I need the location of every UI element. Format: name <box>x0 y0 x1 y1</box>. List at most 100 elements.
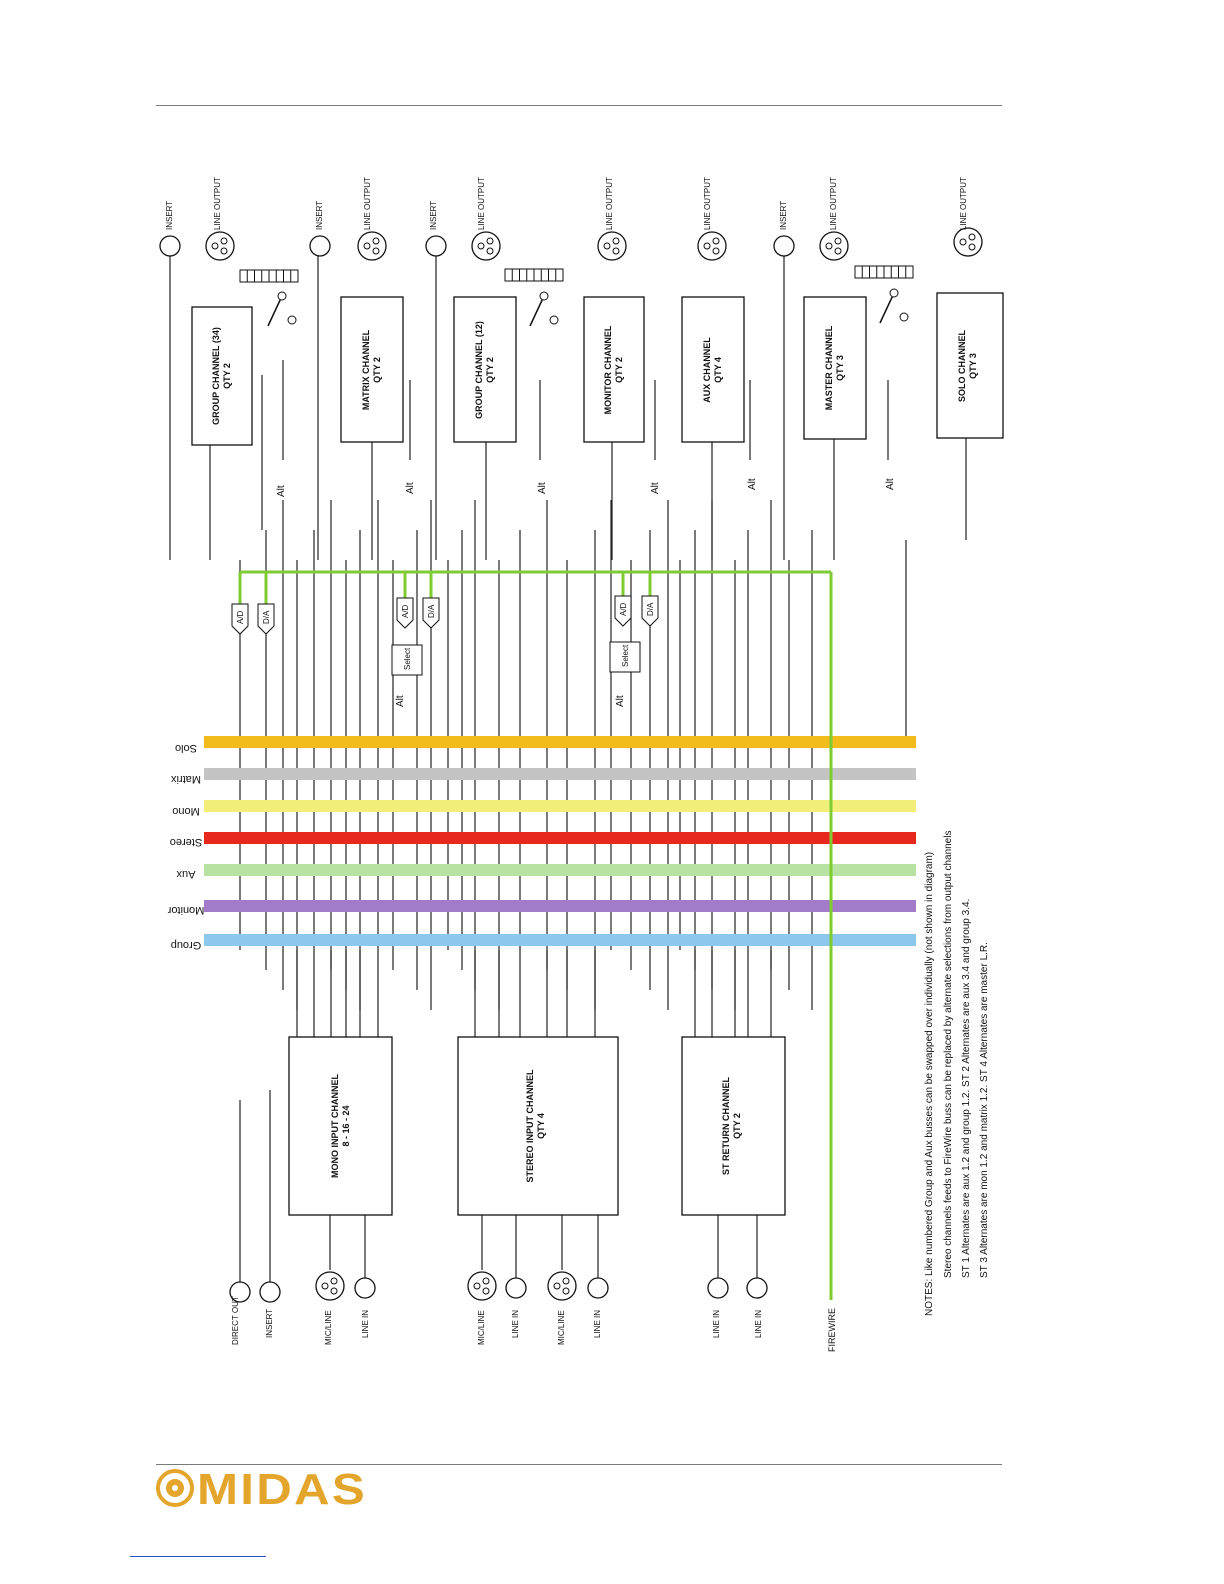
xlr-connector-icon <box>471 231 501 261</box>
jack-icon <box>505 1277 527 1299</box>
alt-label: Alt <box>405 482 416 494</box>
switch-arm-icon <box>879 292 895 324</box>
input-channel-mono: MONO INPUT CHANNEL 8 - 16 - 24 <box>288 1036 393 1216</box>
da-converter: D/A <box>641 595 659 627</box>
mic-line-label: MIC/LINE <box>324 1310 333 1345</box>
input-channel-st-return: ST RETURN CHANNEL QTY 2 <box>681 1036 786 1216</box>
line-output-label: LINE OUTPUT <box>959 177 968 230</box>
ad-converter: A/D <box>396 597 414 629</box>
notes: NOTES: Like numbered Group and Aux busse… <box>924 831 990 1316</box>
ad-label: A/D <box>401 604 410 618</box>
output-channel-group-34: GROUP CHANNEL (34) QTY 2 <box>191 306 253 446</box>
xlr-pin-icon <box>712 237 720 245</box>
input-channel-title: ST RETURN CHANNEL <box>721 1076 731 1175</box>
select-label: Select <box>403 647 412 670</box>
xlr-pin-icon <box>968 243 976 251</box>
xlr-pin-icon <box>372 247 380 255</box>
output-channel-title: MASTER CHANNEL <box>824 325 834 410</box>
ad-converter: A/D <box>614 595 632 627</box>
xlr-pin-icon <box>825 242 833 250</box>
output-channel-title: GROUP CHANNEL (34) <box>211 327 221 425</box>
output-channel-title: MATRIX CHANNEL <box>361 329 371 410</box>
xlr-pin-icon <box>363 242 371 250</box>
line-output-label: LINE OUTPUT <box>363 177 372 230</box>
alt-label: Alt <box>650 482 661 494</box>
xlr-pin-icon <box>562 1277 570 1285</box>
line-output-label: LINE OUTPUT <box>703 177 712 230</box>
line-in-label: LINE IN <box>754 1310 763 1338</box>
jack-icon <box>707 1277 729 1299</box>
switch-contact-icon <box>539 291 549 301</box>
output-channel-solo: SOLO CHANNEL QTY 3 <box>936 292 1004 439</box>
xlr-pin-icon <box>211 242 219 250</box>
output-channel-monitor: MONITOR CHANNEL QTY 2 <box>583 296 645 443</box>
xlr-pin-icon <box>330 1287 338 1295</box>
output-channel-master: MASTER CHANNEL QTY 3 <box>803 296 867 440</box>
jack-icon <box>746 1277 768 1299</box>
jack-icon <box>773 235 795 257</box>
insert-label: INSERT <box>779 201 788 230</box>
select-label: Select <box>621 644 630 667</box>
footer-rule <box>156 1464 1002 1465</box>
xlr-connector-icon <box>315 1271 345 1301</box>
note-line: ST 3 Alternates are mon 1.2 and matrix 1… <box>979 942 990 1278</box>
input-channel-qty: QTY 2 <box>732 1113 742 1139</box>
top-connector-labels: INSERT LINE OUTPUT INSERT LINE OUTPUT IN… <box>165 177 968 230</box>
xlr-connector-icon <box>953 227 983 257</box>
xlr-pin-icon <box>330 1277 338 1285</box>
line-output-label: LINE OUTPUT <box>829 177 838 230</box>
converters: A/D D/A A/D D/A A/D D/A Select Select <box>231 595 659 676</box>
xlr-connector-icon <box>697 231 727 261</box>
line-output-label: LINE OUTPUT <box>213 177 222 230</box>
jack-icon <box>587 1277 609 1299</box>
xlr-pin-icon <box>703 242 711 250</box>
bus-matrix <box>204 768 916 780</box>
input-channel-qty: 8 - 16 - 24 <box>341 1105 351 1146</box>
output-channel-aux: AUX CHANNEL QTY 4 <box>681 296 745 443</box>
firewire-label: FIREWIRE <box>827 1308 837 1352</box>
xlr-pin-icon <box>473 1282 481 1290</box>
alt-label: Alt <box>537 482 548 494</box>
xlr-connector-icon <box>205 231 235 261</box>
mic-line-label: MIC/LINE <box>557 1310 566 1345</box>
output-channel-qty: QTY 2 <box>485 357 495 383</box>
bus-label-solo: Solo <box>175 742 197 754</box>
xlr-pin-icon <box>959 238 967 246</box>
xlr-pin-icon <box>372 237 380 245</box>
bus-group <box>204 934 916 946</box>
meter-icon <box>239 269 299 283</box>
connectors-and-labels <box>159 227 983 1303</box>
input-channel-stereo: STEREO INPUT CHANNEL QTY 4 <box>457 1036 619 1216</box>
switch-contact-icon <box>549 315 559 325</box>
line-output-label: LINE OUTPUT <box>605 177 614 230</box>
jack-icon <box>309 235 331 257</box>
ad-label: A/D <box>236 610 245 624</box>
line-in-label: LINE IN <box>593 1310 602 1338</box>
xlr-pin-icon <box>486 247 494 255</box>
line-in-label: LINE IN <box>361 1310 370 1338</box>
output-channel-qty: QTY 3 <box>968 353 978 379</box>
bus-mono <box>204 800 916 812</box>
xlr-pin-icon <box>603 242 611 250</box>
output-channel-title: MONITOR CHANNEL <box>603 325 613 414</box>
xlr-pin-icon <box>220 247 228 255</box>
jack-icon <box>159 235 181 257</box>
meter-icon <box>504 268 564 282</box>
meter-icon <box>854 265 914 279</box>
output-channel-matrix: MATRIX CHANNEL QTY 2 <box>340 296 404 443</box>
output-channel-qty: QTY 3 <box>835 355 845 381</box>
alt-label: Alt <box>395 695 406 707</box>
xlr-connector-icon <box>467 1271 497 1301</box>
ad-label: A/D <box>619 602 628 616</box>
xlr-pin-icon <box>477 242 485 250</box>
alt-label: Alt <box>276 485 287 497</box>
switch-arm-icon <box>267 295 283 327</box>
mic-line-label: MIC/LINE <box>477 1310 486 1345</box>
alt-label: Alt <box>747 478 758 490</box>
bus-label-mono: Mono <box>172 805 200 817</box>
output-channel-qty: QTY 2 <box>614 357 624 383</box>
bus-label-group: Group <box>171 939 202 951</box>
xlr-pin-icon <box>968 233 976 241</box>
select-switch: Select <box>391 644 423 676</box>
